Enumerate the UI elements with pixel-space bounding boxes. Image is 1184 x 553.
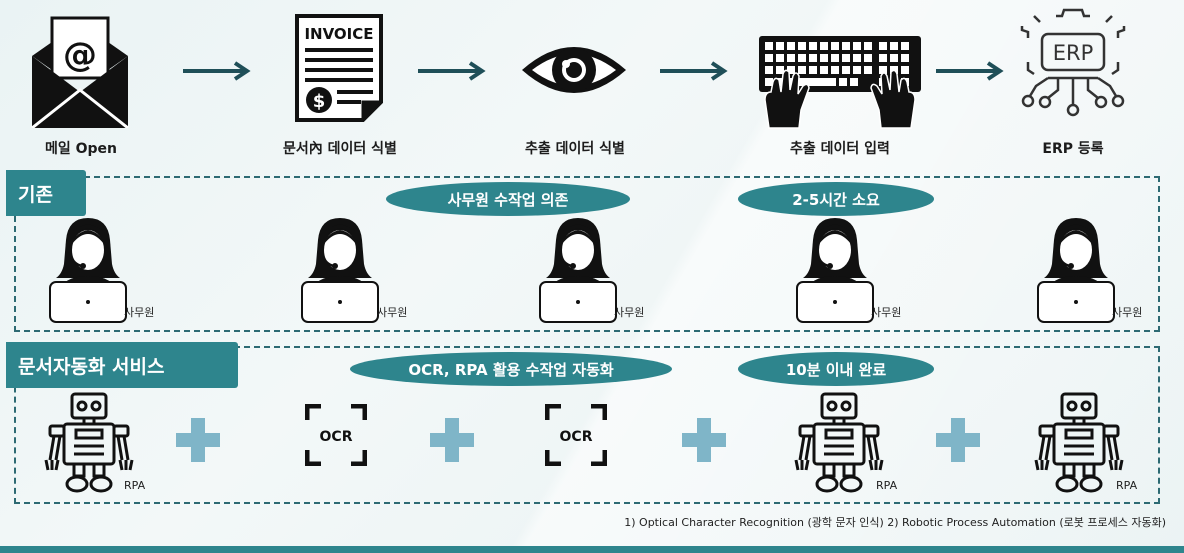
mail-icon: @	[31, 16, 129, 128]
existing-section	[14, 176, 1160, 332]
step-label-extract: 추출 데이터 식별	[525, 141, 625, 157]
eye-icon	[522, 47, 626, 93]
arrow-right-icon	[936, 61, 1004, 81]
keyboard-icon	[759, 36, 921, 129]
robot-icon	[44, 392, 134, 493]
arrow-right-icon	[418, 61, 486, 81]
plus-icon	[430, 418, 474, 462]
worker-label: 사무원	[614, 306, 645, 319]
ocr-icon: OCR	[305, 404, 367, 466]
automation-tag: 문서자동화 서비스	[6, 342, 238, 388]
rpa-label: RPA	[1116, 479, 1138, 492]
step-label-mail: 메일 Open	[44, 141, 118, 157]
office-worker-icon	[301, 218, 379, 323]
robot-icon	[794, 392, 884, 493]
ocr-icon: OCR	[545, 404, 607, 466]
office-worker-icon	[796, 218, 874, 323]
automation-pill-time: 10분 이내 완료	[738, 352, 934, 386]
existing-tag: 기존	[6, 170, 86, 216]
worker-label: 사무원	[871, 306, 902, 319]
ocr-icon-text: OCR	[320, 429, 353, 445]
erp-icon-text: ERP	[1053, 41, 1094, 65]
plus-icon	[682, 418, 726, 462]
erp-gear-icon: ERP	[1020, 8, 1126, 117]
existing-pill-manual: 사무원 수작업 의존	[386, 182, 630, 216]
rpa-label: RPA	[124, 479, 146, 492]
svg-text:@: @	[63, 35, 97, 75]
office-worker-icon	[539, 218, 617, 323]
ocr-icon-text: OCR	[560, 429, 593, 445]
existing-pill-time: 2-5시간 소요	[738, 182, 934, 216]
step-label-input: 추출 데이터 입력	[790, 141, 890, 157]
office-worker-icon	[49, 218, 127, 323]
office-worker-icon	[1037, 218, 1115, 323]
worker-label: 사무원	[377, 306, 408, 319]
robot-icon	[1034, 392, 1124, 493]
rpa-label: RPA	[876, 479, 898, 492]
worker-label: 사무원	[124, 306, 155, 319]
worker-label: 사무원	[1112, 306, 1143, 319]
step-label-erp: ERP 등록	[1042, 141, 1104, 157]
step-label-document: 문서內 데이터 식별	[283, 141, 397, 157]
arrow-right-icon	[183, 61, 251, 81]
automation-pill-ocr-rpa: OCR, RPA 활용 수작업 자동화	[350, 352, 672, 386]
plus-icon	[936, 418, 980, 462]
invoice-icon: INVOICE $	[295, 14, 383, 122]
plus-icon	[176, 418, 220, 462]
invoice-title: INVOICE	[304, 25, 373, 43]
bottom-bar	[0, 546, 1184, 553]
arrow-right-icon	[660, 61, 728, 81]
automation-section	[14, 346, 1160, 504]
svg-text:$: $	[313, 91, 326, 112]
footnote: 1) Optical Character Recognition (광학 문자 …	[624, 516, 1166, 529]
